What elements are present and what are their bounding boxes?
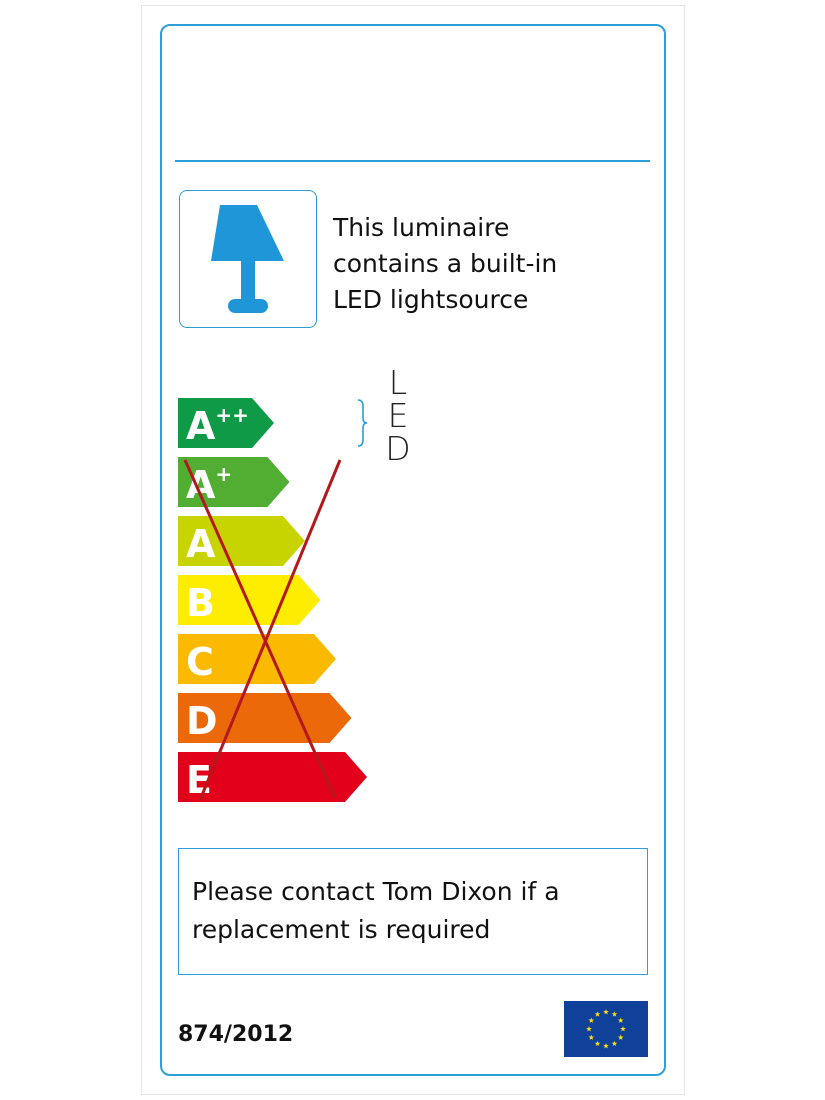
energy-class-e: E (178, 752, 367, 802)
cross-line (183, 459, 337, 799)
energy-class-arrow (178, 693, 352, 743)
led-letter: L (388, 363, 408, 402)
bracket-icon (357, 399, 368, 447)
energy-class-letter: B (186, 581, 215, 625)
star-icon (611, 1040, 618, 1047)
star-icon (617, 1034, 624, 1040)
energy-class-arrow (178, 398, 274, 448)
energy-class-aplusplus: A++ (178, 398, 274, 448)
regulation-number: 874/2012 (178, 1022, 294, 1047)
replacement-box (178, 848, 648, 975)
star-icon (617, 1017, 624, 1023)
led-letter: E (387, 396, 409, 435)
lamp-description: This luminaire contains a built-in LED l… (333, 213, 558, 314)
star-icon (620, 1026, 626, 1032)
energy-class-arrow (178, 575, 321, 625)
label-outer-frame (141, 5, 685, 1095)
star-icon (594, 1011, 601, 1017)
cross-line (198, 459, 342, 801)
energy-class-arrow (178, 516, 305, 566)
eu-flag-icon (564, 1001, 648, 1057)
table-lamp-icon (211, 205, 284, 313)
replacement-text: Please contact Tom Dixon if a replacemen… (192, 877, 560, 944)
energy-class-letter: D (186, 699, 218, 743)
star-icon (594, 1040, 601, 1047)
energy-class-aplus: A+ (178, 457, 290, 507)
star-icon (603, 1043, 609, 1049)
led-letter: D (385, 429, 411, 468)
star-icon (603, 1009, 609, 1015)
led-vertical-label: L E D (383, 366, 413, 465)
lamp-icon-box (179, 190, 317, 328)
energy-class-arrow (178, 457, 290, 507)
star-icon (586, 1026, 592, 1032)
energy-class-b: B (178, 575, 321, 625)
star-icon (588, 1034, 595, 1040)
energy-class-letter: C (186, 640, 214, 684)
star-icon (588, 1017, 595, 1023)
energy-class-letter: A (186, 522, 216, 566)
energy-class-d: D (178, 693, 352, 743)
star-icon (611, 1011, 618, 1017)
label-border (160, 24, 666, 1076)
energy-class-a: A (178, 516, 305, 566)
header-divider (175, 160, 650, 162)
